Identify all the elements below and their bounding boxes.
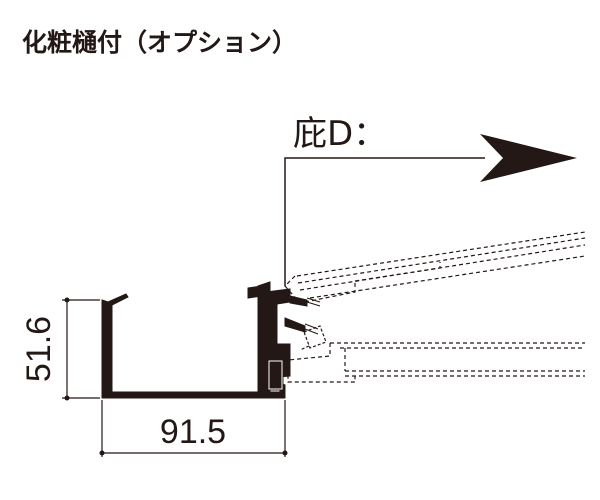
dimension-tick	[64, 297, 70, 303]
eave-depth-arrowhead	[480, 134, 577, 182]
screw-icon	[284, 317, 319, 335]
eave-depth-label: 庇D：	[293, 114, 387, 154]
dimension-tick	[64, 395, 70, 401]
height-dimension-value: 51.6	[20, 316, 58, 382]
roof-panel	[284, 231, 586, 304]
width-dimension-value: 91.5	[160, 413, 226, 451]
screw-icon	[299, 325, 327, 351]
gutter-bracket	[247, 281, 291, 399]
dimension-tick	[282, 450, 288, 456]
screw-icon	[289, 295, 321, 307]
dimension-tick	[99, 450, 105, 456]
gutter-profile	[101, 293, 286, 399]
page-title: 化粧樋付（オプション）	[22, 28, 298, 57]
height-dimension	[62, 299, 100, 399]
lower-frame-rails	[287, 342, 585, 383]
eave-depth-leader	[284, 157, 485, 286]
width-dimension	[101, 400, 286, 457]
